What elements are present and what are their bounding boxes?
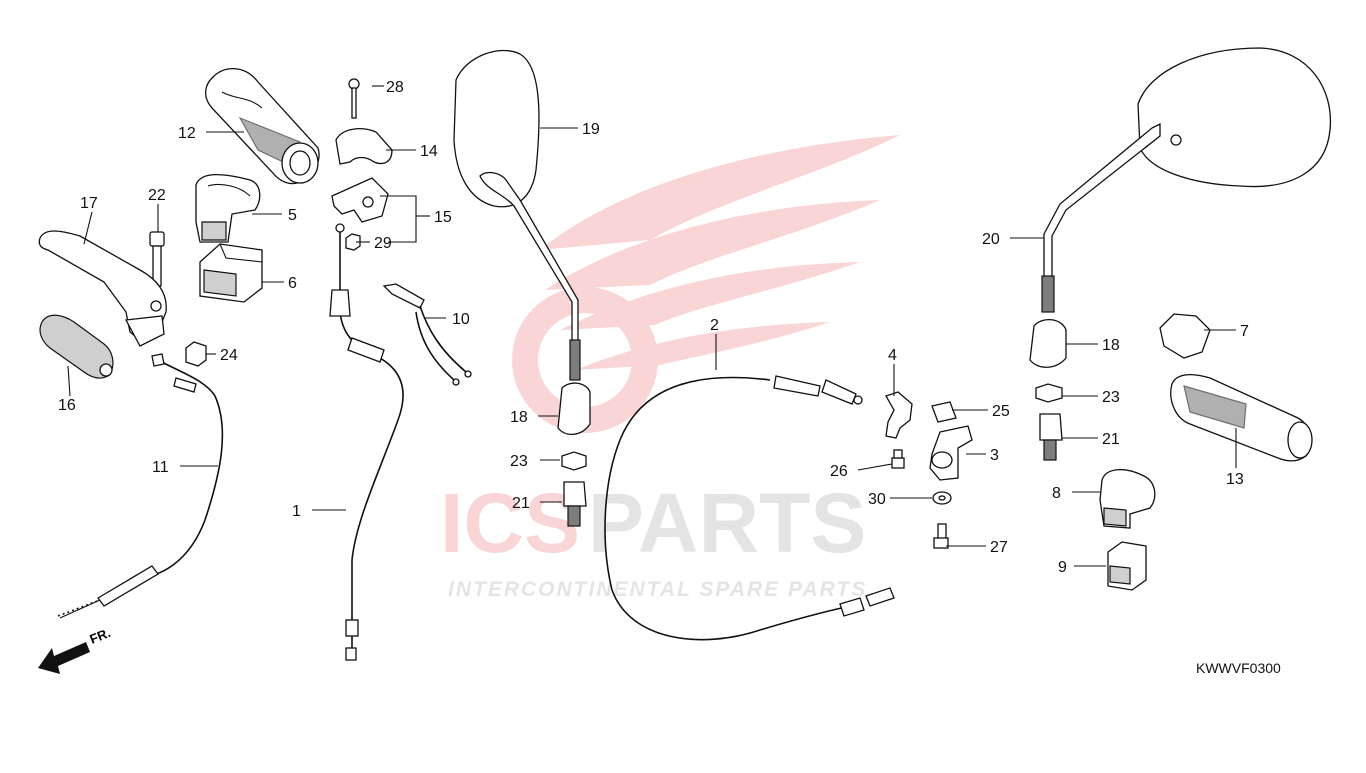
left-grip — [204, 68, 320, 185]
callout-4: 4 — [888, 347, 897, 364]
callout-lines — [67, 85, 1237, 567]
callout-12: 12 — [178, 125, 196, 142]
callout-21-center: 21 — [512, 495, 530, 512]
front-arrow-label: FR. — [88, 625, 113, 647]
callout-1: 1 — [292, 503, 301, 520]
front-arrow: FR. — [38, 625, 113, 674]
callout-18-center: 18 — [510, 409, 528, 426]
clutch-lever — [38, 230, 167, 347]
callout-23-right: 23 — [1102, 389, 1120, 406]
cable-left — [57, 353, 224, 619]
switch-left — [199, 243, 263, 303]
mirror-cap-right — [1029, 319, 1067, 368]
callout-13: 13 — [1226, 471, 1244, 488]
callout-14: 14 — [420, 143, 438, 160]
callout-8: 8 — [1052, 485, 1061, 502]
mirror-left — [453, 49, 581, 381]
switch-housing-left — [195, 173, 261, 243]
callout-5: 5 — [288, 207, 297, 224]
callout-15: 15 — [434, 209, 452, 226]
bolt-27 — [933, 523, 949, 549]
callout-11: 11 — [152, 459, 169, 476]
callout-17: 17 — [80, 195, 98, 212]
bolt-22 — [149, 231, 165, 287]
adaptor-21-center — [563, 481, 587, 527]
callout-29: 29 — [374, 235, 392, 252]
callout-27: 27 — [990, 539, 1008, 556]
callout-30: 30 — [868, 491, 886, 508]
callout-2: 2 — [710, 317, 719, 334]
cable-center-left — [329, 223, 404, 661]
bracket-3 — [929, 425, 973, 481]
cable-center — [604, 375, 895, 641]
callout-16: 16 — [58, 397, 76, 414]
washer-30 — [932, 491, 952, 505]
nut-23-right — [1035, 383, 1063, 403]
switch-housing-right-8 — [1099, 469, 1156, 529]
screw-28 — [348, 78, 360, 119]
callout-20: 20 — [982, 231, 1000, 248]
callout-26: 26 — [830, 463, 848, 480]
callout-28: 28 — [386, 79, 404, 96]
callout-10: 10 — [452, 311, 470, 328]
callout-9: 9 — [1058, 559, 1067, 576]
holder-upper-14 — [335, 128, 393, 165]
holder-lower-15 — [331, 177, 389, 223]
nut-24 — [185, 341, 207, 367]
callout-6: 6 — [288, 275, 297, 292]
adaptor-21-right — [1039, 413, 1063, 461]
watermark-brand-parts: PARTS — [588, 476, 866, 570]
stop-switch-wire — [382, 283, 472, 386]
callout-22: 22 — [148, 187, 166, 204]
watermark-brand-ics: ICS — [440, 476, 580, 570]
callout-3: 3 — [990, 447, 999, 464]
nut-23-center — [561, 451, 587, 471]
callout-19: 19 — [582, 121, 600, 138]
nut-29 — [345, 233, 361, 251]
callout-labels: 28 12 14 19 22 17 5 15 29 6 10 24 16 11 … — [58, 79, 1249, 576]
bolt-26 — [891, 449, 905, 469]
callout-25: 25 — [992, 403, 1010, 420]
mirror-cap-center — [557, 382, 591, 435]
watermark-tagline: INTERCONTINENTAL SPARE PARTS — [448, 578, 867, 601]
callout-24: 24 — [220, 347, 238, 364]
callout-21-right: 21 — [1102, 431, 1120, 448]
bracket-4 — [885, 391, 913, 439]
mirror-right — [1041, 47, 1332, 313]
callout-23-center: 23 — [510, 453, 528, 470]
switch-right-9 — [1107, 541, 1147, 591]
callout-18-right: 18 — [1102, 337, 1120, 354]
right-grip — [1170, 373, 1313, 462]
switch-right-7 — [1159, 313, 1211, 359]
drawing-code: KWWVF0300 — [1196, 660, 1281, 676]
callout-7: 7 — [1240, 323, 1249, 340]
cap-25 — [931, 401, 957, 423]
lever-cover — [39, 314, 114, 379]
